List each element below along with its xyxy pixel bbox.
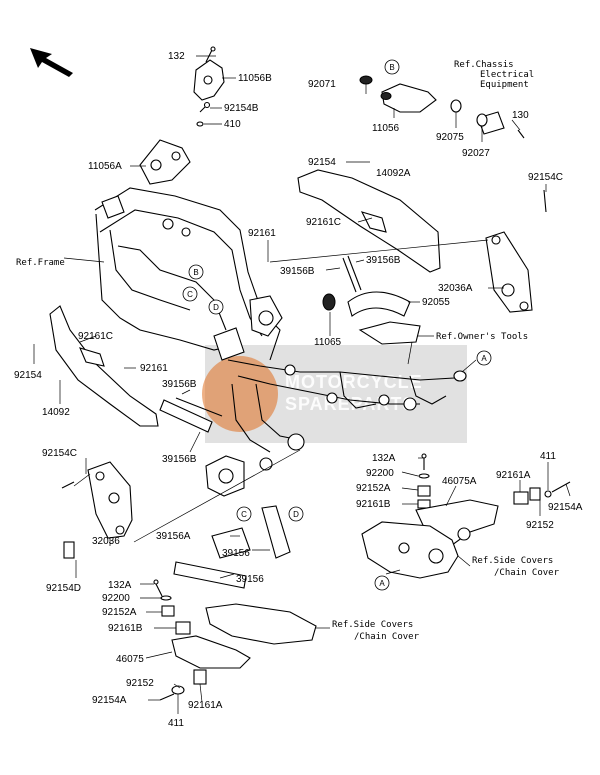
part-label-11056B: 11056B — [238, 73, 272, 84]
chain-cover-right — [361, 521, 459, 579]
part-label-14092A: 14092A — [376, 168, 411, 179]
part-label-92154-top: 92154 — [308, 157, 336, 168]
callout-b-frame: B — [193, 268, 198, 277]
reference-notes: Ref.Chassis Electrical Equipment Ref.Fra… — [16, 60, 560, 642]
part-label-410: 410 — [224, 119, 241, 130]
front-direction-arrow-icon — [30, 48, 73, 77]
part-label-11056: 11056 — [372, 123, 400, 134]
callout-a-right: A — [481, 354, 487, 363]
bolt-92154B — [196, 101, 211, 127]
chassis-bracket-group — [359, 75, 525, 139]
part-label-92027: 92027 — [462, 148, 490, 159]
part-label-92152-low: 92152 — [126, 678, 154, 689]
bracket-11056A — [139, 139, 191, 185]
part-label-92161C-top: 92161C — [306, 217, 341, 228]
bracket-32036A — [485, 189, 547, 313]
strip-39156B-lower — [159, 397, 223, 433]
part-label-39156-b: 39156 — [236, 574, 264, 585]
callout-c-frame: C — [187, 290, 193, 299]
callout-a-low: A — [379, 579, 385, 588]
part-label-92161A-low: 92161A — [188, 700, 223, 711]
part-label-92071: 92071 — [308, 79, 336, 90]
part-label-411-low: 411 — [168, 718, 184, 729]
part-label-39156B-mid: 39156B — [280, 266, 315, 277]
part-label-92055: 92055 — [422, 297, 450, 308]
leader-lines — [33, 55, 571, 714]
strip-39156A — [173, 505, 291, 589]
callout-b-top: B — [389, 63, 394, 72]
part-label-92161B-right: 92161B — [356, 499, 391, 510]
callout-c-low: C — [241, 510, 247, 519]
part-label-11056A: 11056A — [88, 161, 122, 172]
hardware-stack-lower — [153, 579, 207, 701]
part-label-92154A-low: 92154A — [92, 695, 127, 706]
part-label-132A-right: 132A — [372, 453, 396, 464]
chain-cover-lower — [171, 603, 317, 669]
part-label-92154C-left: 92154C — [42, 448, 77, 459]
part-label-92154B: 92154B — [224, 103, 259, 114]
cover-14092 — [49, 305, 159, 427]
ref-side-covers-low-line1: Ref.Side Covers — [332, 620, 413, 630]
part-label-92161A-right: 92161A — [496, 470, 531, 481]
ref-side-covers-right-line2: /Chain Cover — [494, 568, 560, 578]
ref-chassis-line3: Equipment — [480, 80, 529, 90]
part-label-92154C-top: 92154C — [528, 172, 563, 183]
ref-owners-tools: Ref.Owner's Tools — [436, 332, 528, 342]
part-label-92200-right: 92200 — [366, 468, 394, 479]
bracket-32036 — [61, 461, 133, 559]
part-label-39156B-low: 39156B — [162, 454, 197, 465]
part-label-32036A: 32036A — [438, 283, 473, 294]
part-labels: 132 11056B 92154B 410 11056A 92071 11056… — [14, 51, 583, 729]
callout-d-frame: D — [213, 303, 219, 312]
callout-d-low: D — [293, 510, 299, 519]
part-label-92075: 92075 — [436, 132, 464, 143]
callouts: B B C D A C D A — [182, 59, 492, 591]
ref-chassis-line1: Ref.Chassis — [454, 60, 514, 70]
cover-14092A — [297, 169, 441, 273]
strip-39156B — [322, 255, 411, 317]
frame — [94, 187, 467, 497]
part-label-39156A: 39156A — [156, 531, 191, 542]
part-label-46075: 46075 — [116, 654, 144, 665]
part-label-39156B-left: 39156B — [162, 379, 197, 390]
bracket-11056B — [193, 59, 225, 101]
part-label-411-right: 411 — [540, 451, 556, 462]
part-label-92154A-right: 92154A — [548, 502, 583, 513]
part-label-92161-left: 92161 — [140, 363, 168, 374]
part-label-92154-left: 92154 — [14, 370, 42, 381]
ref-chassis-line2: Electrical — [480, 70, 534, 80]
ref-side-covers-right-line1: Ref.Side Covers — [472, 556, 553, 566]
part-label-14092: 14092 — [42, 407, 70, 418]
part-label-132A-low: 132A — [108, 580, 132, 591]
part-label-92154D: 92154D — [46, 583, 81, 594]
part-label-92161C-left: 92161C — [78, 331, 113, 342]
part-label-11065: 11065 — [314, 337, 342, 348]
part-label-39156B-mid2: 39156B — [366, 255, 401, 266]
part-label-92152A-right: 92152A — [356, 483, 391, 494]
part-label-39156-a: 39156 — [222, 548, 250, 559]
ref-side-covers-low-line2: /Chain Cover — [354, 632, 420, 642]
part-label-92161B-low: 92161B — [108, 623, 143, 634]
part-label-32036: 32036 — [92, 536, 120, 547]
parts-artwork — [49, 46, 571, 701]
hardware-stack-right — [417, 453, 571, 509]
part-label-92152-right: 92152 — [526, 520, 554, 531]
part-label-130: 130 — [512, 110, 529, 121]
part-label-46075A: 46075A — [442, 476, 477, 487]
part-label-92161-top: 92161 — [248, 228, 276, 239]
part-label-132: 132 — [168, 51, 185, 62]
part-label-92152A-low: 92152A — [102, 607, 137, 618]
tool-tray — [358, 321, 421, 345]
part-label-92200-low: 92200 — [102, 593, 130, 604]
watermark-line1: MOTORCYCLE — [285, 372, 423, 392]
ref-frame: Ref.Frame — [16, 258, 65, 268]
